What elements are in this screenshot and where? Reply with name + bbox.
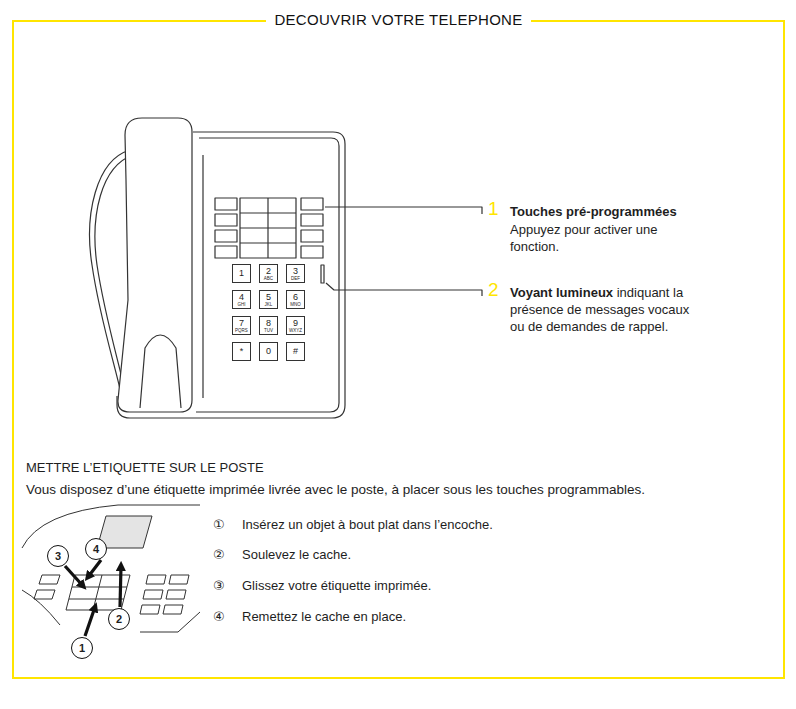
keypad-key: # xyxy=(286,342,305,361)
callout-circle: 2 xyxy=(108,608,130,630)
handset-mouthpiece xyxy=(140,335,181,408)
title-bar: DECOUVRIR VOTRE TELEPHONE xyxy=(14,11,783,29)
key-digit: 2 xyxy=(266,267,271,276)
key-digit: 1 xyxy=(239,269,244,278)
handset xyxy=(118,118,192,412)
keypad-key: 8TUV xyxy=(259,316,278,335)
indicator-led xyxy=(321,265,324,283)
key-digit: 3 xyxy=(293,267,298,276)
callout-number: 1 xyxy=(488,199,499,219)
key-digit: 8 xyxy=(266,319,271,328)
step-number: ④ xyxy=(213,608,225,625)
step-arrow xyxy=(85,607,95,636)
callout-number: 4 xyxy=(93,544,99,555)
key-digit: 4 xyxy=(239,293,244,302)
keypad-key: 9WXYZ xyxy=(286,316,305,335)
callout-number: 2 xyxy=(488,280,499,300)
step-text: Soulevez le cache. xyxy=(242,546,351,563)
key-letters: GHI xyxy=(237,302,245,307)
key-letters: WXYZ xyxy=(289,328,302,333)
step-text: Glissez votre étiquette imprimée. xyxy=(242,577,431,594)
keypad-key: 6MNO xyxy=(286,290,305,309)
key-digit: 9 xyxy=(293,319,298,328)
key-letters: PQRS xyxy=(235,328,248,333)
key-digit: 6 xyxy=(293,293,298,302)
key-digit: 7 xyxy=(239,319,244,328)
keypad-key: 7PQRS xyxy=(232,316,251,335)
step-number: ② xyxy=(213,546,225,563)
key-digit: * xyxy=(240,347,244,356)
callout-number: 2 xyxy=(116,614,122,625)
step-arrow xyxy=(120,566,121,607)
callout-heading: Touches pré-programmées xyxy=(510,203,677,220)
keypad-key: 0 xyxy=(259,342,278,361)
step-arrow xyxy=(65,566,83,586)
callout-circle: 4 xyxy=(85,538,107,560)
keypad-key: 3DEF xyxy=(286,264,305,283)
key-letters: MNO xyxy=(290,302,301,307)
step-text: Insérez un objet à bout plat dans l’enco… xyxy=(242,516,493,533)
keypad-key: 5JKL xyxy=(259,290,278,309)
key-digit: 5 xyxy=(266,293,271,302)
page-title: DECOUVRIR VOTRE TELEPHONE xyxy=(266,11,530,28)
callout-number: 3 xyxy=(55,551,61,562)
phone-base-inner xyxy=(196,138,339,412)
callout-block: Voyant lumineuxindiquant la présence de … xyxy=(510,284,698,335)
key-digit: # xyxy=(293,347,298,356)
phone-groove xyxy=(202,155,203,398)
key-digit: 0 xyxy=(266,347,271,356)
label-illustration xyxy=(22,505,200,632)
key-letters: ABC xyxy=(264,276,273,281)
step-number: ③ xyxy=(213,577,225,594)
step-number: ① xyxy=(213,516,225,533)
step-text: Remettez le cache en place. xyxy=(242,608,406,625)
callout-number: 1 xyxy=(79,643,85,654)
keypad-key: 1 xyxy=(232,264,251,283)
callout-circle: 1 xyxy=(71,637,93,659)
function-keys xyxy=(215,198,323,258)
paragraph: Vous disposez d’une étiquette imprimée l… xyxy=(26,481,645,498)
keypad-key: * xyxy=(232,342,251,361)
leader-line xyxy=(326,283,482,296)
keypad-key: 4GHI xyxy=(232,290,251,309)
key-letters: DEF xyxy=(291,276,300,281)
leader-line xyxy=(325,207,482,214)
key-letters: TUV xyxy=(264,328,273,333)
callout-circle: 3 xyxy=(47,545,69,567)
keypad-key: 2ABC xyxy=(259,264,278,283)
callout-text: Appuyez pour activer une fonction. xyxy=(510,221,695,255)
step-arrow xyxy=(88,560,101,577)
callout-heading: Voyant lumineux xyxy=(510,285,613,300)
section-heading: METTRE L’ETIQUETTE SUR LE POSTE xyxy=(26,459,264,476)
key-letters: JKL xyxy=(265,302,273,307)
